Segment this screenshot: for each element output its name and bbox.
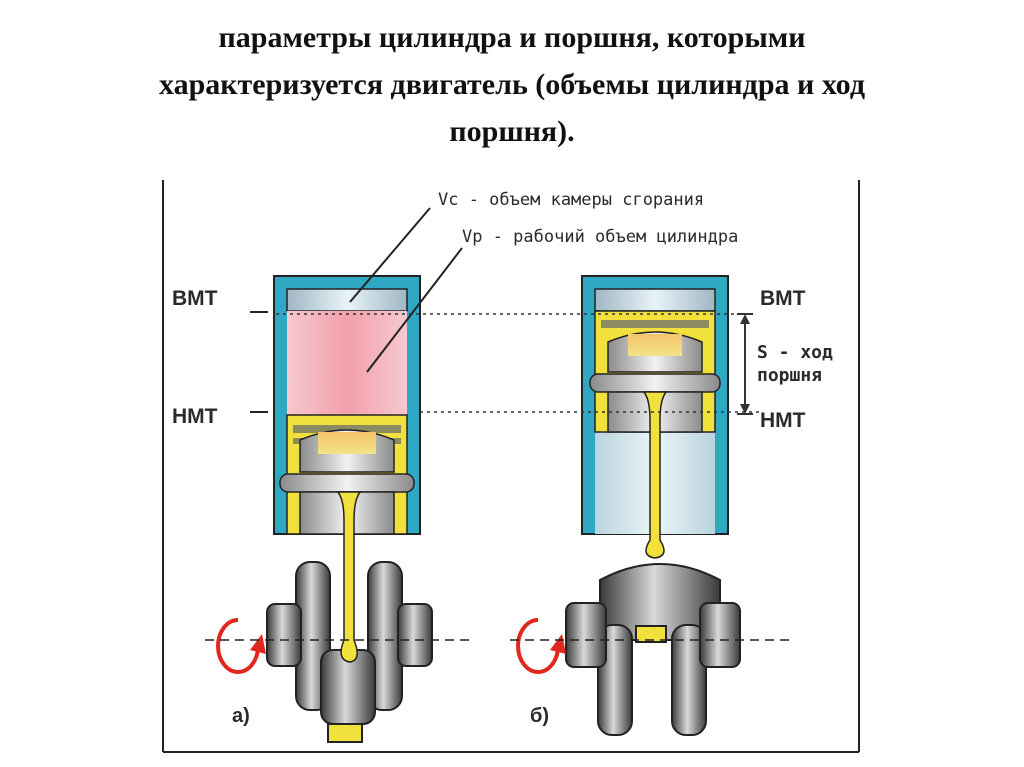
connecting-rod-right (642, 391, 668, 559)
vp-label: Vp - рабочий объем цилиндра (462, 227, 738, 247)
combustion-chamber-right (594, 288, 716, 312)
caption-a: а) (232, 705, 250, 727)
engine-left (205, 275, 475, 743)
nmt-label-left: НМТ (172, 405, 218, 428)
piston-left (279, 414, 415, 535)
vc-label: Vc - объем камеры сгорания (438, 190, 704, 210)
rotation-arrow-head-icon (250, 634, 266, 654)
title-line-1: параметры цилиндра и поршня, которыми (218, 21, 806, 54)
rotation-arrow-icon (516, 618, 561, 674)
combustion-chamber-left (286, 288, 408, 312)
stroke-arrow-icon (737, 313, 753, 415)
crankshaft-left (266, 561, 433, 743)
page-title: параметры цилиндра и поршня, которыми ха… (0, 14, 1024, 155)
working-volume-left (287, 311, 407, 415)
connecting-rod-left (336, 491, 362, 663)
bmt-label-right: ВМТ (760, 287, 806, 310)
crankshaft-right (565, 563, 741, 736)
bmt-label-left: ВМТ (172, 287, 218, 310)
title-line-2: характеризуется двигатель (объемы цилинд… (158, 68, 865, 101)
title-line-3: поршня). (449, 115, 575, 148)
stroke-label-line2: поршня (757, 365, 822, 386)
vc-leader-line (349, 207, 431, 303)
engine-right (510, 275, 792, 736)
caption-b: б) (530, 705, 549, 727)
rotation-arrow-head-icon (550, 634, 566, 654)
stroke-label-line1: S - ход (757, 342, 833, 363)
vp-leader-line (366, 247, 463, 373)
rotation-arrow-icon (216, 618, 261, 674)
nmt-label-right: НМТ (760, 409, 806, 432)
